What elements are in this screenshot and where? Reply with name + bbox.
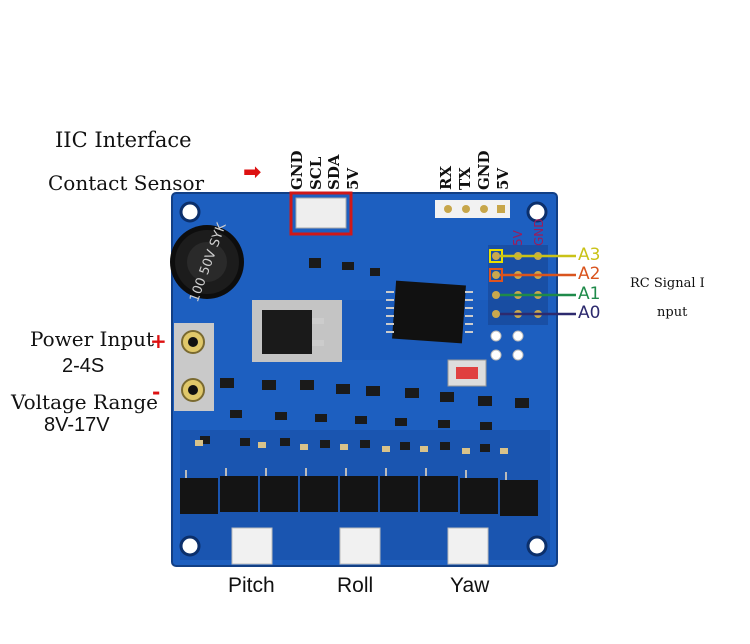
motor-pitch-label: Pitch <box>228 574 275 597</box>
uart-pin-5v: 5V <box>494 167 512 190</box>
rc-gnd-label: GND <box>532 218 546 246</box>
rc-signal-label-line2: nput <box>657 305 688 320</box>
motor-roll-label: Roll <box>337 574 374 597</box>
power-terminals <box>174 323 214 411</box>
minus-arrow-icon: - <box>152 380 161 404</box>
channel-a0: A0 <box>578 303 601 323</box>
power-input-label: Power Input <box>30 327 155 351</box>
iic-pin-sda: SDA <box>325 154 343 190</box>
uart-header <box>435 200 510 218</box>
voltage-value: 8V-17V <box>44 414 110 436</box>
iic-interface-title: IIC Interface <box>55 128 192 152</box>
mounting-holes <box>179 201 548 557</box>
channel-a1: A1 <box>578 284 601 304</box>
contact-sensor-arrow-icon: ➡ <box>243 160 262 185</box>
uart-pin-tx: TX <box>456 167 474 190</box>
reset-button <box>447 359 487 387</box>
plus-arrow-icon: + <box>150 329 167 353</box>
channel-a2: A2 <box>578 264 601 284</box>
channel-lines <box>500 254 576 316</box>
motor-yaw-label: Yaw <box>450 574 490 597</box>
cells-label: 2-4S <box>62 355 105 377</box>
motor-connectors <box>231 527 489 565</box>
rc-header <box>488 245 548 361</box>
rc-5v-label: 5V <box>511 229 525 246</box>
voltage-range-label: Voltage Range <box>11 390 158 414</box>
iic-connector <box>289 191 353 236</box>
smd-components <box>200 258 529 452</box>
mosfet-row <box>180 476 538 516</box>
voltage-regulator <box>252 300 342 362</box>
iic-pin-scl: SCL <box>307 156 325 190</box>
electrolytic-capacitor: 100 50V SYK <box>170 220 244 304</box>
uart-pin-gnd: GND <box>475 150 493 190</box>
uart-pin-rx: RX <box>437 165 455 190</box>
iic-pin-gnd: GND <box>288 150 306 190</box>
channel-a3: A3 <box>578 245 601 265</box>
iic-pin-5v: 5V <box>344 167 362 190</box>
contact-sensor-label: Contact Sensor <box>48 171 205 195</box>
microcontroller <box>386 280 473 344</box>
rc-signal-label-line1: RC Signal I <box>630 276 705 291</box>
